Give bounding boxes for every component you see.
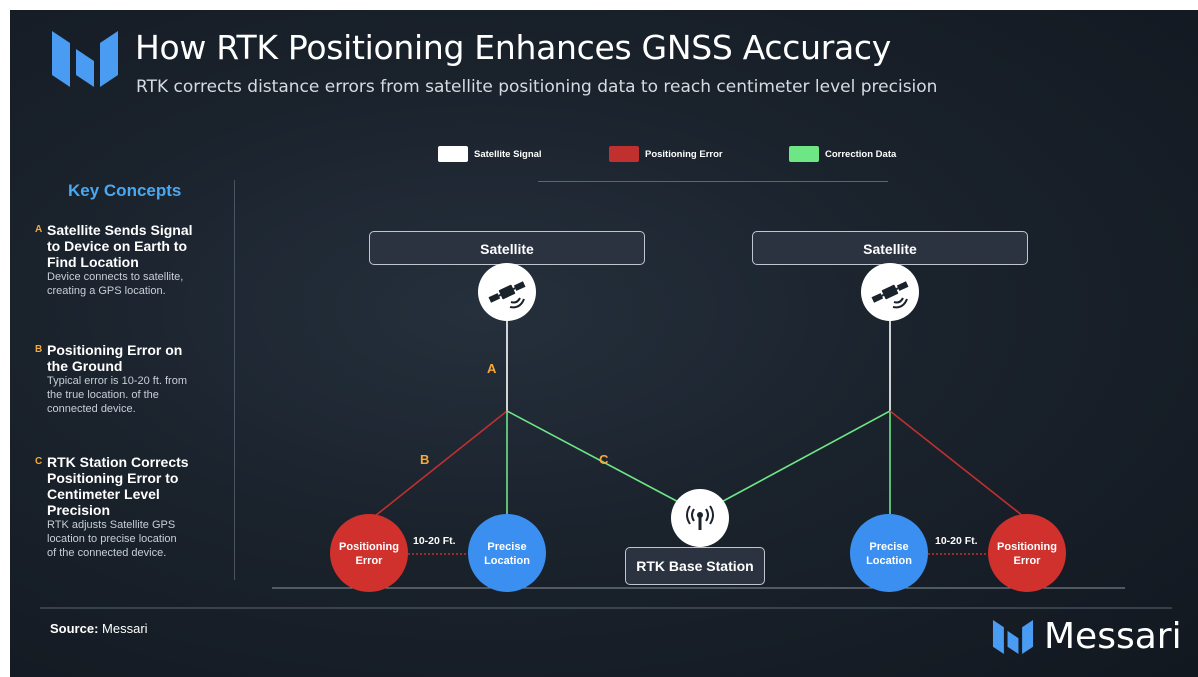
concept-letter: B xyxy=(35,344,43,355)
positioning-error-line-left xyxy=(369,410,508,521)
precise-location-label: Location xyxy=(866,555,912,567)
legend-divider xyxy=(538,181,888,182)
precise-location-label: Precise xyxy=(869,541,909,553)
concept-description-line: the true location. of the xyxy=(47,389,159,401)
diagram-letter-b: B xyxy=(420,452,430,467)
concept-letter: A xyxy=(35,224,43,235)
legend-swatch-positioning-error xyxy=(609,146,639,162)
positioning-error-label: Positioning xyxy=(997,541,1057,553)
satellite-box-left: Satellite xyxy=(369,231,645,265)
messari-logo-icon xyxy=(992,620,1034,654)
concept-letter: C xyxy=(35,456,43,467)
distance-label-left: 10-20 Ft. xyxy=(413,535,456,547)
source-label: Source: xyxy=(50,621,99,636)
concept-heading-line: to Device on Earth to xyxy=(47,238,188,254)
positioning-error-circle-right: Positioning Error xyxy=(988,514,1066,592)
positioning-error-label: Positioning xyxy=(339,541,399,553)
source-line: Source: Messari xyxy=(50,621,148,636)
rtk-base-station-label: RTK Base Station xyxy=(636,558,754,574)
legend-item-correction-data: Correction Data xyxy=(789,146,929,164)
concept-heading-line: Precision xyxy=(47,502,111,518)
correction-line-right-base xyxy=(713,410,891,507)
positioning-error-circle-left: Positioning Error xyxy=(330,514,408,592)
brand-name: Messari xyxy=(1044,616,1182,657)
diagram-connections xyxy=(40,320,1172,609)
satellite-label: Satellite xyxy=(480,241,534,257)
page-title: How RTK Positioning Enhances GNSS Accura… xyxy=(135,28,891,67)
concept-description-line: of the connected device. xyxy=(47,547,167,559)
concept-heading-line: Centimeter Level xyxy=(47,486,160,502)
legend-swatch-correction-data xyxy=(789,146,819,162)
satellite-box-right: Satellite xyxy=(752,231,1028,265)
diagram-letter-a: A xyxy=(487,361,497,376)
correction-line-left-base xyxy=(506,410,687,507)
key-concepts-divider xyxy=(234,180,235,580)
concept-heading-line: Positioning Error on xyxy=(47,342,183,358)
legend-item-positioning-error: Positioning Error xyxy=(609,146,749,164)
concept-description-line: Device connects to satellite, xyxy=(47,271,184,283)
page-subtitle: RTK corrects distance errors from satell… xyxy=(136,77,938,97)
concept-heading-line: Find Location xyxy=(47,254,139,270)
concept-description-line: Typical error is 10-20 ft. from xyxy=(47,375,187,387)
legend-label: Correction Data xyxy=(825,149,897,160)
concept-description-line: RTK adjusts Satellite GPS xyxy=(47,519,176,531)
concept-heading-line: the Ground xyxy=(47,358,123,374)
rtk-base-station-box: RTK Base Station xyxy=(625,547,765,585)
key-concepts-title: Key Concepts xyxy=(68,181,182,200)
legend-label: Positioning Error xyxy=(645,149,723,160)
positioning-error-label: Error xyxy=(355,555,383,567)
legend-label: Satellite Signal xyxy=(474,149,542,160)
concept-heading-line: Positioning Error to xyxy=(47,470,179,486)
messari-logo-icon xyxy=(52,31,118,87)
satellite-label: Satellite xyxy=(863,241,917,257)
concept-heading-line: Satellite Sends Signal xyxy=(47,222,193,238)
precise-location-circle-left: Precise Location xyxy=(468,514,546,592)
source-value: Messari xyxy=(102,621,148,636)
legend-item-satellite-signal: Satellite Signal xyxy=(438,146,568,164)
infographic-canvas: How RTK Positioning Enhances GNSS Accura… xyxy=(10,10,1198,677)
satellite-icon xyxy=(478,263,536,321)
distance-label-right: 10-20 Ft. xyxy=(935,535,978,547)
satellite-icon xyxy=(861,263,919,321)
precise-location-label: Precise xyxy=(487,541,527,553)
positioning-error-label: Error xyxy=(1013,555,1041,567)
antenna-icon xyxy=(671,489,729,547)
concept-description-line: creating a GPS location. xyxy=(47,285,166,297)
positioning-error-line-right xyxy=(889,410,1029,521)
legend-swatch-satellite-signal xyxy=(438,146,468,162)
concept-description-line: location to precise location xyxy=(47,533,177,545)
concept-description-line: connected device. xyxy=(47,403,136,415)
precise-location-label: Location xyxy=(484,555,530,567)
diagram-letter-c: C xyxy=(599,452,609,467)
precise-location-circle-right: Precise Location xyxy=(850,514,928,592)
concept-heading-line: RTK Station Corrects xyxy=(47,454,189,470)
